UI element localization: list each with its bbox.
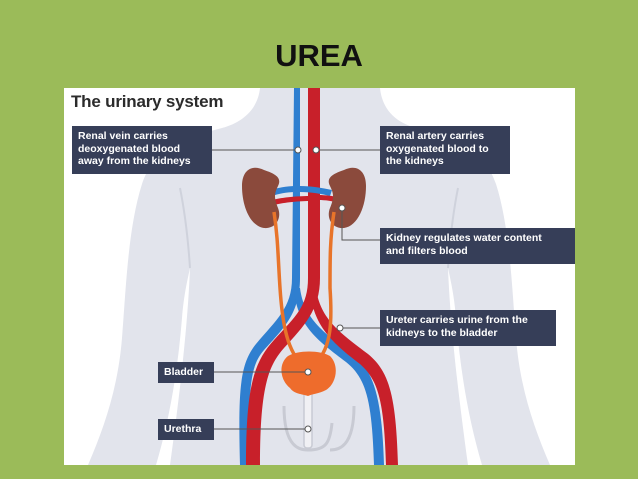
renal-vein-label: Renal vein carries deoxygenated blood aw…: [72, 126, 212, 174]
kidney-label: Kidney regulates water content and filte…: [380, 228, 575, 264]
diagram-title: The urinary system: [71, 92, 224, 111]
arm-contour-left: [179, 187, 191, 269]
bladder-label: Bladder: [158, 362, 214, 383]
renal-artery-label: Renal artery carries oxygenated blood to…: [380, 126, 510, 174]
callout-dots: [294, 146, 346, 433]
slide-title: UREA: [275, 38, 363, 73]
ureters: [272, 211, 336, 364]
renal-vein-right: [300, 186, 332, 196]
callout-lines: [210, 149, 380, 430]
diagram-panel: The urinary system Renal vein carries de…: [64, 88, 575, 465]
renal-artery-left: [272, 196, 310, 205]
urethra-guide: [282, 405, 356, 452]
kidney-right: [328, 167, 366, 229]
urethra-label: Urethra: [158, 419, 214, 440]
urethra-tube: [303, 387, 313, 449]
iliac-vein-right: [294, 288, 384, 465]
ureter-label: Ureter carries urine from the kidneys to…: [380, 310, 556, 346]
aorta: [246, 88, 320, 465]
kidney-left: [242, 167, 280, 229]
vena-cava: [239, 88, 300, 465]
iliac-artery-right: [310, 288, 398, 465]
